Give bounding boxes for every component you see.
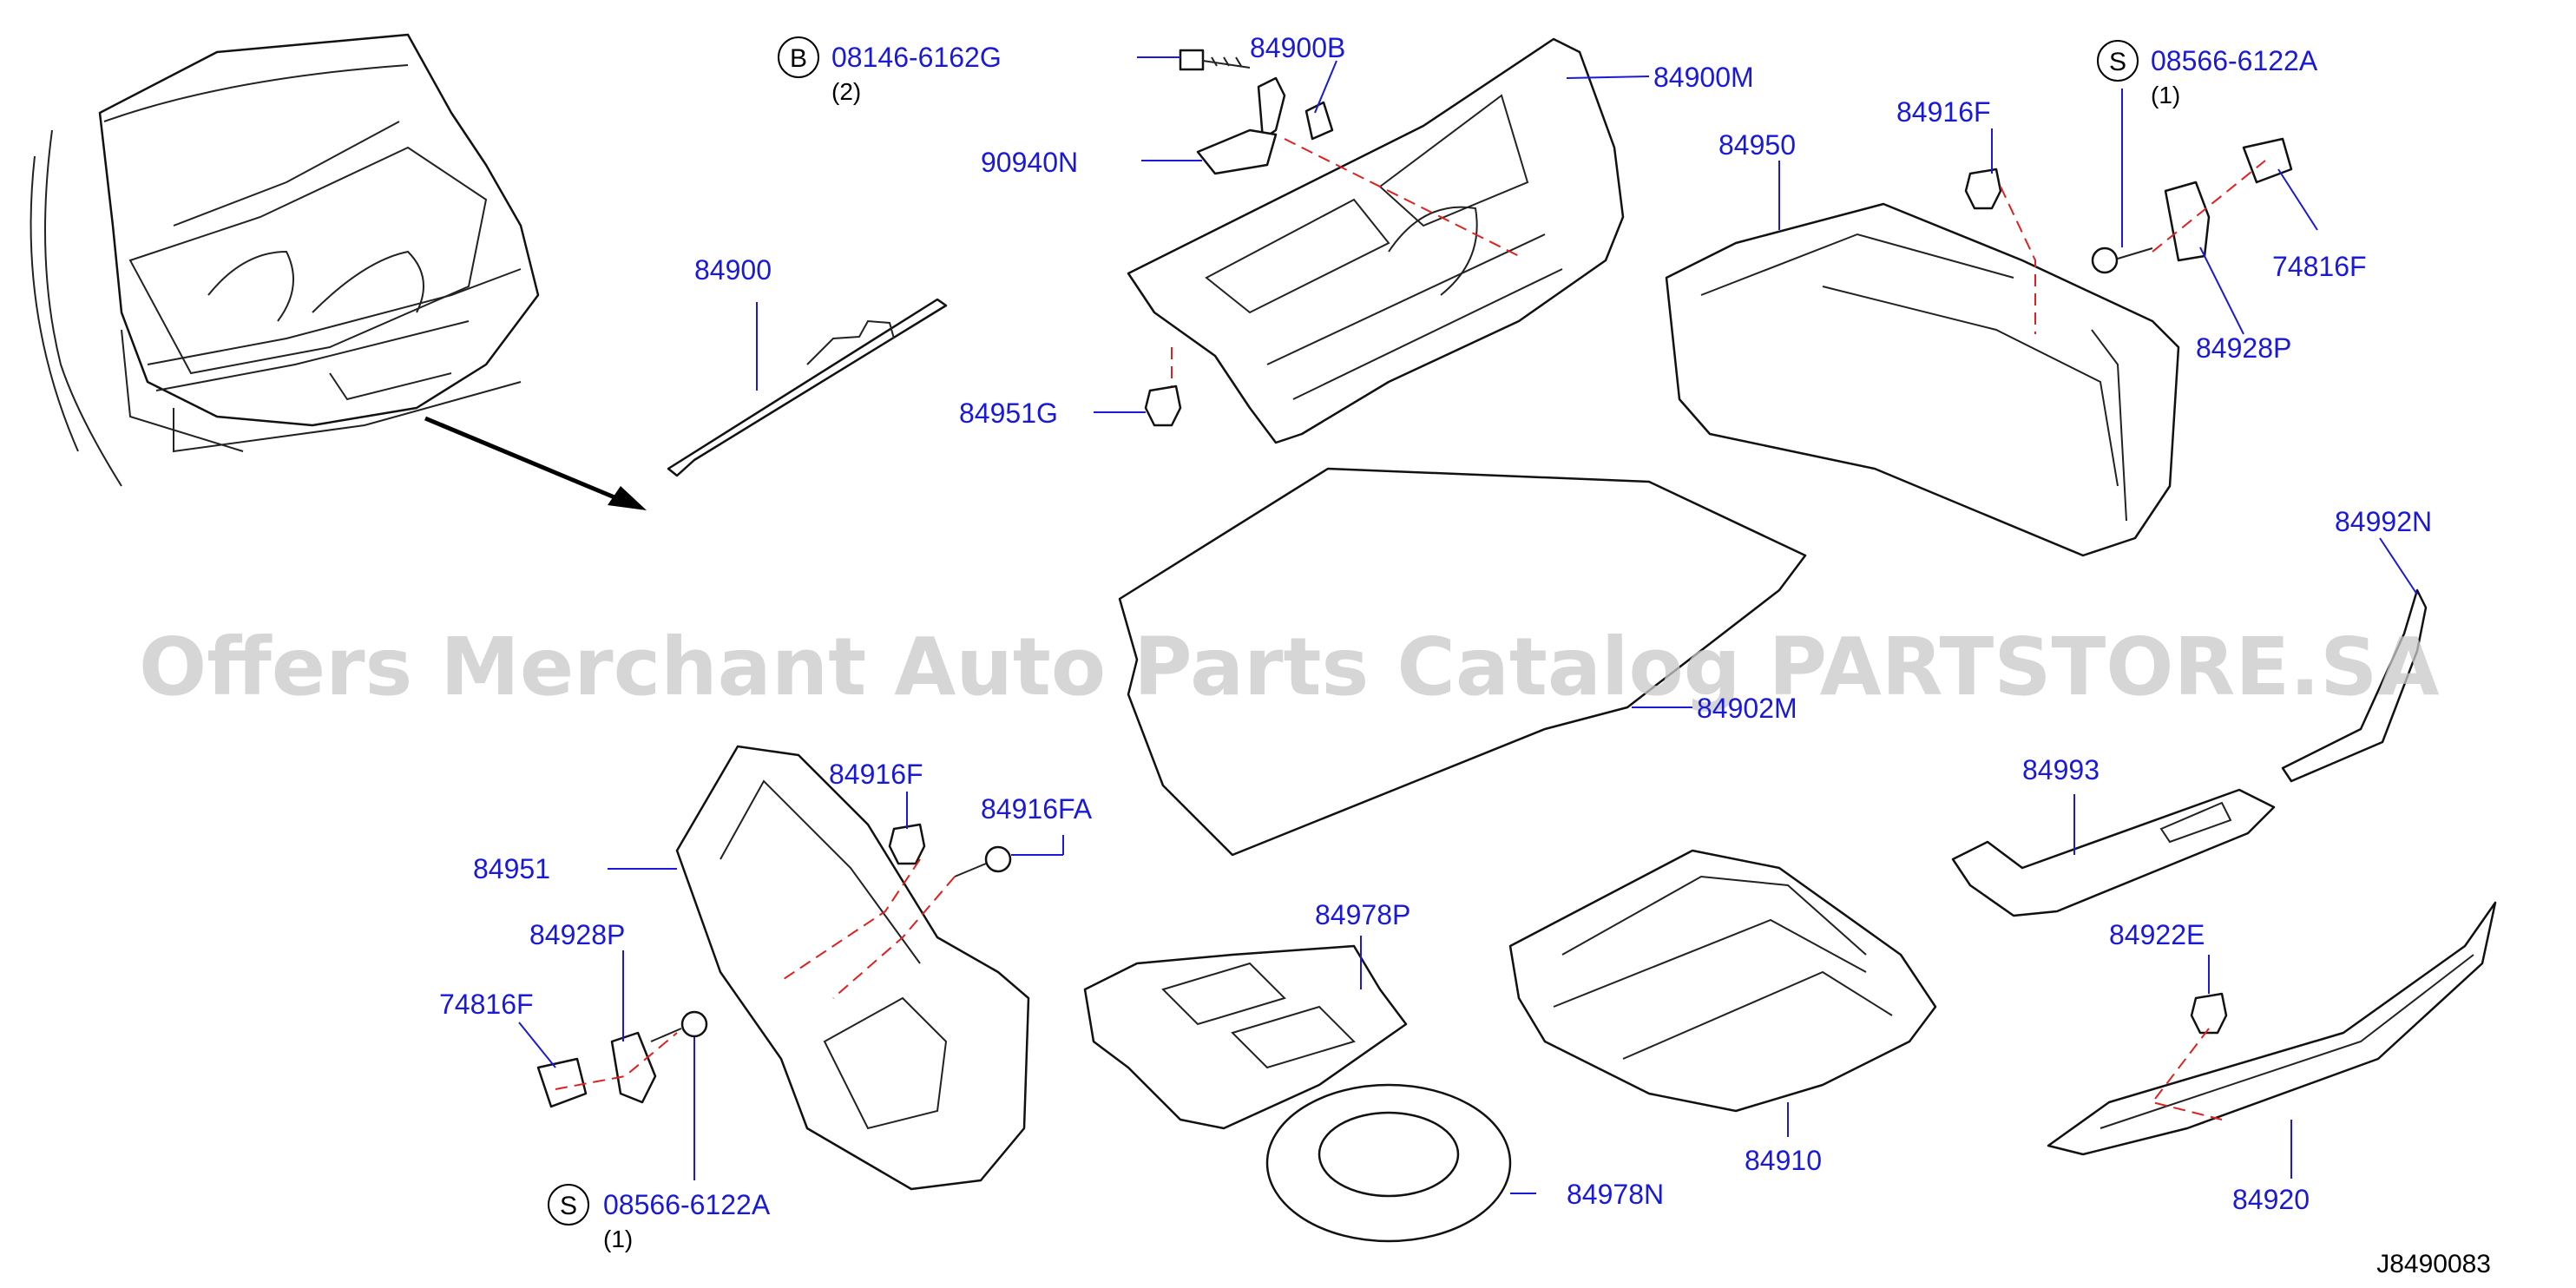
part-number-label[interactable]: 08566-6122A xyxy=(603,1189,771,1220)
part-84916F-clip-lh xyxy=(888,823,926,865)
part-84900M-lid-finisher xyxy=(1127,37,1625,444)
part-number-label[interactable]: 84951G xyxy=(959,398,1058,429)
part-number-label[interactable]: 84900B xyxy=(1250,32,1345,63)
part-84928P-bracket-lh xyxy=(610,1031,657,1104)
quantity-label: (1) xyxy=(2151,82,2180,108)
part-84916F-clip-rh xyxy=(1964,168,2002,210)
part-number-label[interactable]: 84978P xyxy=(1315,899,1410,930)
diagram-code: J8490083 xyxy=(2376,1250,2491,1278)
part-number-label[interactable]: 84951 xyxy=(473,853,550,884)
part-84978N-ring-spacer xyxy=(1265,1083,1512,1243)
part-number-label[interactable]: 84950 xyxy=(1718,129,1796,161)
part-number-label[interactable]: 84993 xyxy=(2022,754,2100,785)
part-84916FA-screw-lh xyxy=(954,845,1012,877)
view-arrow-line xyxy=(424,416,626,504)
part-84902M-trunk-floor-mat xyxy=(1118,467,1807,857)
part-number-label[interactable]: 74816F xyxy=(439,989,534,1020)
part-08566-6122A-screw-rh xyxy=(2091,246,2153,274)
part-number-label[interactable]: 84978N xyxy=(1567,1179,1664,1210)
part-84950-side-finisher-rh xyxy=(1665,202,2180,557)
callout-08146-6162G: B 08146-6162G (2) xyxy=(778,36,1002,105)
part-84900B-bolt xyxy=(1179,49,1251,71)
part-number-label[interactable]: 84916FA xyxy=(981,793,1093,825)
quantity-label: (1) xyxy=(603,1226,633,1252)
part-number-label[interactable]: 84928P xyxy=(529,919,625,950)
part-number-label[interactable]: 90940N xyxy=(981,147,1078,178)
part-84951-side-finisher-lh xyxy=(675,745,1030,1191)
part-84900-trim-strip xyxy=(667,298,948,477)
part-84922E-clip xyxy=(2190,992,2228,1035)
leader-lines xyxy=(518,56,2418,1194)
part-84993-rear-plate xyxy=(1951,788,2276,917)
view-arrow-head xyxy=(608,486,647,510)
part-84910-trunk-box xyxy=(1508,849,1937,1113)
watermark-text: Offers Merchant Auto Parts Catalog PARTS… xyxy=(139,621,2440,713)
part-number-label[interactable]: 08566-6122A xyxy=(2151,45,2318,76)
part-number-label[interactable]: 84916F xyxy=(829,759,923,790)
callout-badge xyxy=(548,1184,589,1226)
part-74816F-clip-lh xyxy=(536,1057,588,1108)
part-90940N-bracket xyxy=(1196,128,1278,175)
part-74816F-clip-rh xyxy=(2242,137,2293,184)
part-number-label[interactable]: 84920 xyxy=(2232,1184,2310,1215)
part-84978P-spacer-block xyxy=(1083,944,1408,1130)
part-number-label[interactable]: 84992N xyxy=(2335,506,2432,537)
part-number-label[interactable]: 84902M xyxy=(1697,693,1797,724)
part-number-label[interactable]: 08146-6162G xyxy=(831,42,1002,73)
part-number-label[interactable]: 74816F xyxy=(2272,251,2367,282)
part-number-label[interactable]: 84916F xyxy=(1896,96,1991,128)
part-84992N-rear-plate-end xyxy=(2281,588,2428,783)
part-number-label[interactable]: 84900 xyxy=(694,254,772,286)
part-08566-6122A-screw-lh xyxy=(650,1010,708,1042)
assembly-guide-lines xyxy=(555,138,2266,1120)
callout-08566-6122A-lh: S 08566-6122A (1) xyxy=(548,1184,771,1252)
part-number-label[interactable]: 84910 xyxy=(1745,1145,1822,1176)
part-84900B-clip xyxy=(1257,76,1334,141)
part-number-label[interactable]: 84922E xyxy=(2109,919,2205,950)
callout-badge-letter: S xyxy=(2109,48,2126,76)
callout-badge-letter: B xyxy=(790,44,807,73)
callout-badge xyxy=(778,36,819,78)
callout-08566-6122A-rh: S 08566-6122A (1) xyxy=(2097,40,2318,108)
part-number-label[interactable]: 84928P xyxy=(2196,332,2291,364)
quantity-label: (2) xyxy=(831,78,861,105)
part-84951G-clip xyxy=(1144,384,1182,427)
callout-badge xyxy=(2097,40,2139,82)
part-84928P-bracket-rh xyxy=(2164,181,2211,262)
callout-badge-letter: S xyxy=(560,1192,577,1220)
vehicle-trunk-overview xyxy=(30,33,540,487)
part-number-label[interactable]: 84900M xyxy=(1653,62,1754,93)
